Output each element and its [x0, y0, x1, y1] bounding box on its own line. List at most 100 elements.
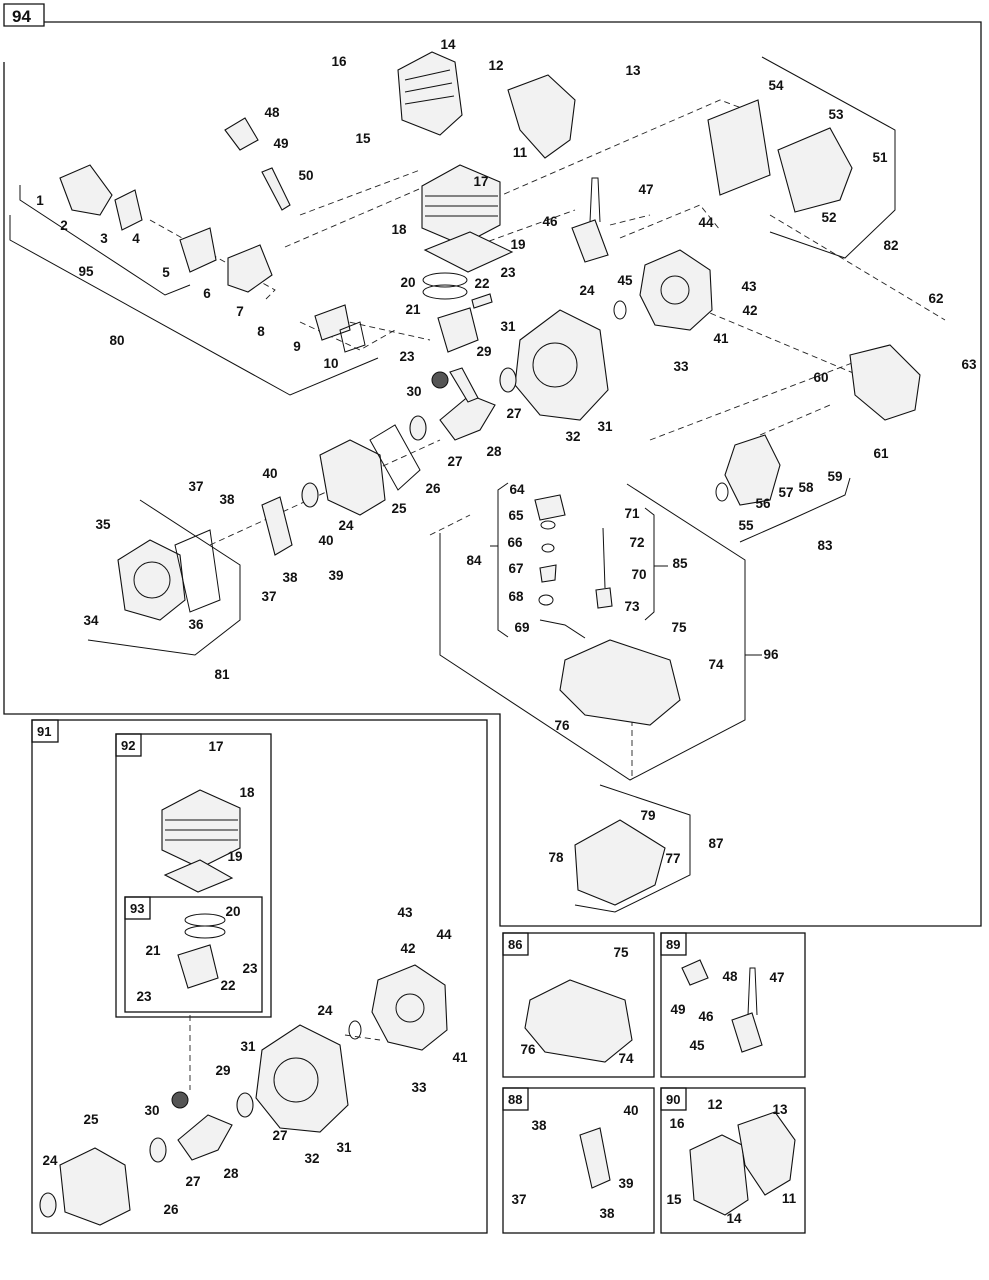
ignition-module-45	[571, 219, 609, 263]
callout-76: 76	[520, 1042, 536, 1057]
callout-36: 36	[188, 617, 204, 632]
spark-plug-50	[261, 167, 291, 211]
callout-31: 31	[240, 1039, 256, 1054]
callout-48: 48	[264, 105, 280, 120]
callout-27: 27	[185, 1174, 200, 1189]
gasket-26	[369, 424, 421, 491]
starter-gasket-36	[174, 529, 221, 613]
clutch-56	[724, 434, 781, 506]
crankshaft-28-kit	[177, 1114, 233, 1161]
primer-bulb-64	[534, 494, 566, 521]
needle-bearing-30	[431, 371, 449, 389]
callout-29: 29	[215, 1063, 230, 1078]
callout-77: 77	[665, 851, 680, 866]
ignition-wire-46	[589, 177, 601, 223]
tank-guard-77	[574, 819, 666, 906]
callout-21: 21	[405, 302, 421, 317]
callout-31: 31	[336, 1140, 352, 1155]
callout-38: 38	[531, 1118, 547, 1133]
tag-86	[502, 932, 529, 956]
frame-89	[660, 932, 806, 1078]
flywheel-41	[639, 249, 713, 331]
callout-24: 24	[317, 1003, 333, 1018]
callout-45: 45	[689, 1038, 705, 1053]
bearing-27a	[499, 367, 517, 393]
callout-20: 20	[225, 904, 240, 919]
callout-22: 22	[220, 978, 235, 993]
callout-5: 5	[162, 265, 170, 280]
box-id-89: 89	[666, 937, 680, 952]
callout-18: 18	[239, 785, 255, 800]
bearing-30-kit	[171, 1091, 189, 1109]
callout-42: 42	[742, 303, 757, 318]
box-id-86: 86	[508, 937, 522, 952]
callout-74: 74	[708, 657, 724, 672]
callout-3: 3	[100, 231, 108, 246]
callout-73: 73	[624, 599, 640, 614]
callout-12: 12	[488, 58, 503, 73]
callout-37: 37	[511, 1192, 526, 1207]
frame-86	[502, 932, 655, 1078]
callout-25: 25	[391, 501, 407, 516]
callout-15: 15	[355, 131, 371, 146]
callout-20: 20	[400, 275, 415, 290]
callout-43: 43	[397, 905, 413, 920]
callout-23: 23	[399, 349, 415, 364]
callout-56: 56	[755, 496, 771, 511]
callout-40: 40	[318, 533, 333, 548]
seal-24-kit	[39, 1192, 57, 1218]
gasket-19	[423, 231, 514, 273]
callout-79: 79	[640, 808, 655, 823]
muffler-cover-14-kit	[689, 1134, 749, 1216]
tag-91	[31, 719, 59, 743]
callout-4: 4	[132, 231, 140, 246]
crankshaft-28	[439, 394, 496, 441]
callout-95: 95	[78, 264, 94, 279]
carburetor-6	[227, 244, 273, 293]
callout-69: 69	[514, 620, 529, 635]
tag-89	[660, 932, 687, 956]
callout-78: 78	[548, 850, 564, 865]
callout-39: 39	[328, 568, 343, 583]
callout-52: 52	[821, 210, 836, 225]
callout-41: 41	[452, 1050, 468, 1065]
parts-91	[39, 789, 448, 1226]
callout-40: 40	[623, 1103, 638, 1118]
callout-28: 28	[486, 444, 502, 459]
callout-1: 1	[36, 193, 44, 208]
callout-9: 9	[293, 339, 301, 354]
callout-63: 63	[961, 357, 977, 372]
callout-40: 40	[262, 466, 277, 481]
callout-12: 12	[707, 1097, 722, 1112]
box-id-93: 93	[130, 901, 144, 916]
callout-17: 17	[208, 739, 223, 754]
filter-3	[114, 189, 143, 231]
callout-27: 27	[272, 1128, 287, 1143]
callout-42: 42	[400, 941, 415, 956]
piston-21	[437, 307, 479, 353]
fuel-line-69	[539, 619, 586, 639]
callout-62: 62	[928, 291, 943, 306]
piston-ring-20a	[422, 272, 468, 288]
callout-25: 25	[83, 1112, 99, 1127]
connecting-rod-29	[449, 367, 479, 403]
box-id-88: 88	[508, 1092, 522, 1107]
callout-27: 27	[506, 406, 521, 421]
gasket-19-kit	[163, 859, 234, 893]
callout-29: 29	[476, 344, 491, 359]
valve-67	[539, 564, 557, 583]
box-id-92: 92	[121, 738, 135, 753]
tag-90	[660, 1087, 687, 1111]
callout-7: 7	[236, 304, 244, 319]
callout-35: 35	[95, 517, 111, 532]
o-ring-65	[540, 520, 556, 530]
callout-11: 11	[513, 145, 528, 160]
callout-67: 67	[508, 561, 523, 576]
parts-subkits	[524, 959, 796, 1216]
muffler-cover-14	[397, 51, 463, 136]
callout-38: 38	[599, 1206, 615, 1221]
